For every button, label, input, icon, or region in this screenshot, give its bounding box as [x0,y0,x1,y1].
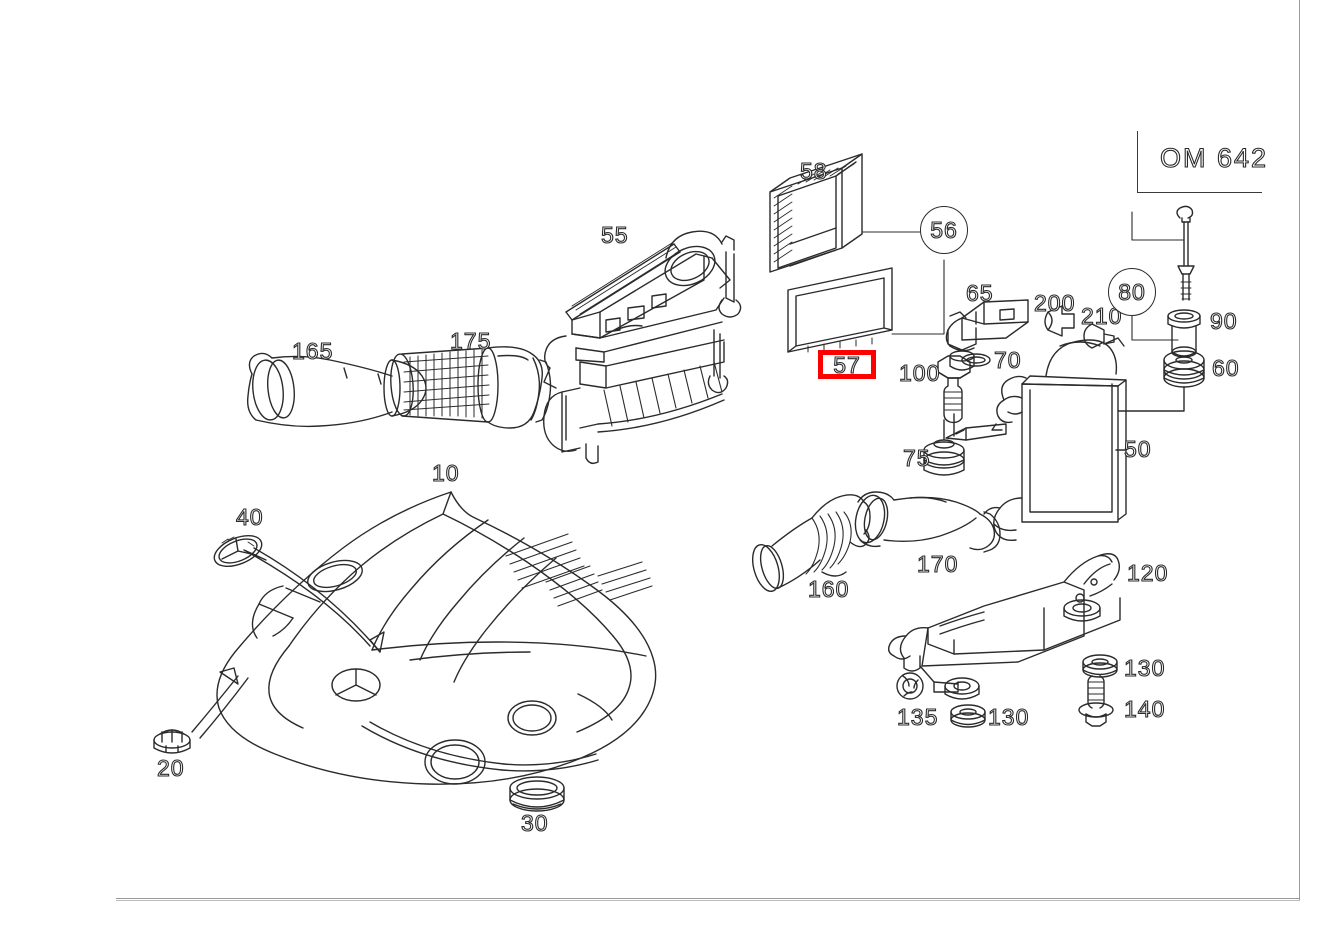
part-label-58: 58 [799,158,828,184]
highlighted-part-57-box[interactable]: 57 [818,350,876,379]
part-label-90: 90 [1209,308,1238,334]
part-drawing-135 [896,672,924,700]
part-label-50: 50 [1123,436,1152,462]
part-drawing-50 [945,337,1127,542]
part-label-75: 75 [902,445,931,471]
part-drawing-170 [854,491,1001,553]
part-label-30: 30 [520,810,549,836]
part-label-175: 175 [449,328,492,354]
part-drawing-130-upper [1082,654,1118,678]
part-drawing-130-lower [950,704,986,728]
part-drawing-57 [787,267,893,353]
engine-code-label: OM 642 [1159,143,1269,173]
part-drawing-10 [216,491,657,785]
part-label-40: 40 [235,504,264,530]
callout-circle-80: 80 [1108,268,1156,316]
part-label-160: 160 [807,576,850,602]
footer-divider [116,898,1300,901]
part-drawing-60 [1117,350,1205,412]
part-label-120: 120 [1126,560,1169,586]
part-label-10: 10 [431,460,460,486]
part-drawing-30 [509,776,565,812]
callout-label-56: 56 [930,216,958,243]
part-drawing-175 [390,346,552,429]
part-label-65: 65 [965,280,994,306]
part-label-55: 55 [600,222,629,248]
part-drawing-58 [769,153,863,273]
part-label-165: 165 [291,338,334,364]
part-drawing-120 [887,553,1121,700]
part-label-200: 200 [1033,290,1076,316]
part-label-70: 70 [993,347,1022,373]
part-label-140: 140 [1123,696,1166,722]
part-label-135: 135 [896,704,939,730]
part-label-130-upper: 130 [1123,655,1166,681]
part-drawing-90 [1167,309,1201,358]
part-label-130-lower: 130 [987,704,1030,730]
part-drawing-80 [1176,205,1195,301]
part-drawing-75 [923,419,965,476]
callout-circle-56: 56 [920,206,968,254]
engine-code-box: OM 642 [1137,131,1267,193]
part-drawing-165 [246,352,427,428]
part-label-60: 60 [1211,355,1240,381]
callout-label-80: 80 [1118,278,1146,305]
part-drawing-160 [752,494,871,593]
part-drawing-55 [543,230,742,465]
part-drawing-100 [937,355,971,424]
part-drawing-140 [1078,675,1114,727]
part-label-57: 57 [833,352,861,378]
arrow-20 [191,667,249,739]
part-label-100: 100 [898,360,941,386]
part-drawing-20 [153,729,191,754]
part-drawing-40 [213,535,263,567]
part-label-170: 170 [916,551,959,577]
arrow-40 [243,547,385,653]
right-page-border [1299,0,1300,900]
part-label-20: 20 [156,755,185,781]
part-drawing-200 [1044,305,1075,337]
